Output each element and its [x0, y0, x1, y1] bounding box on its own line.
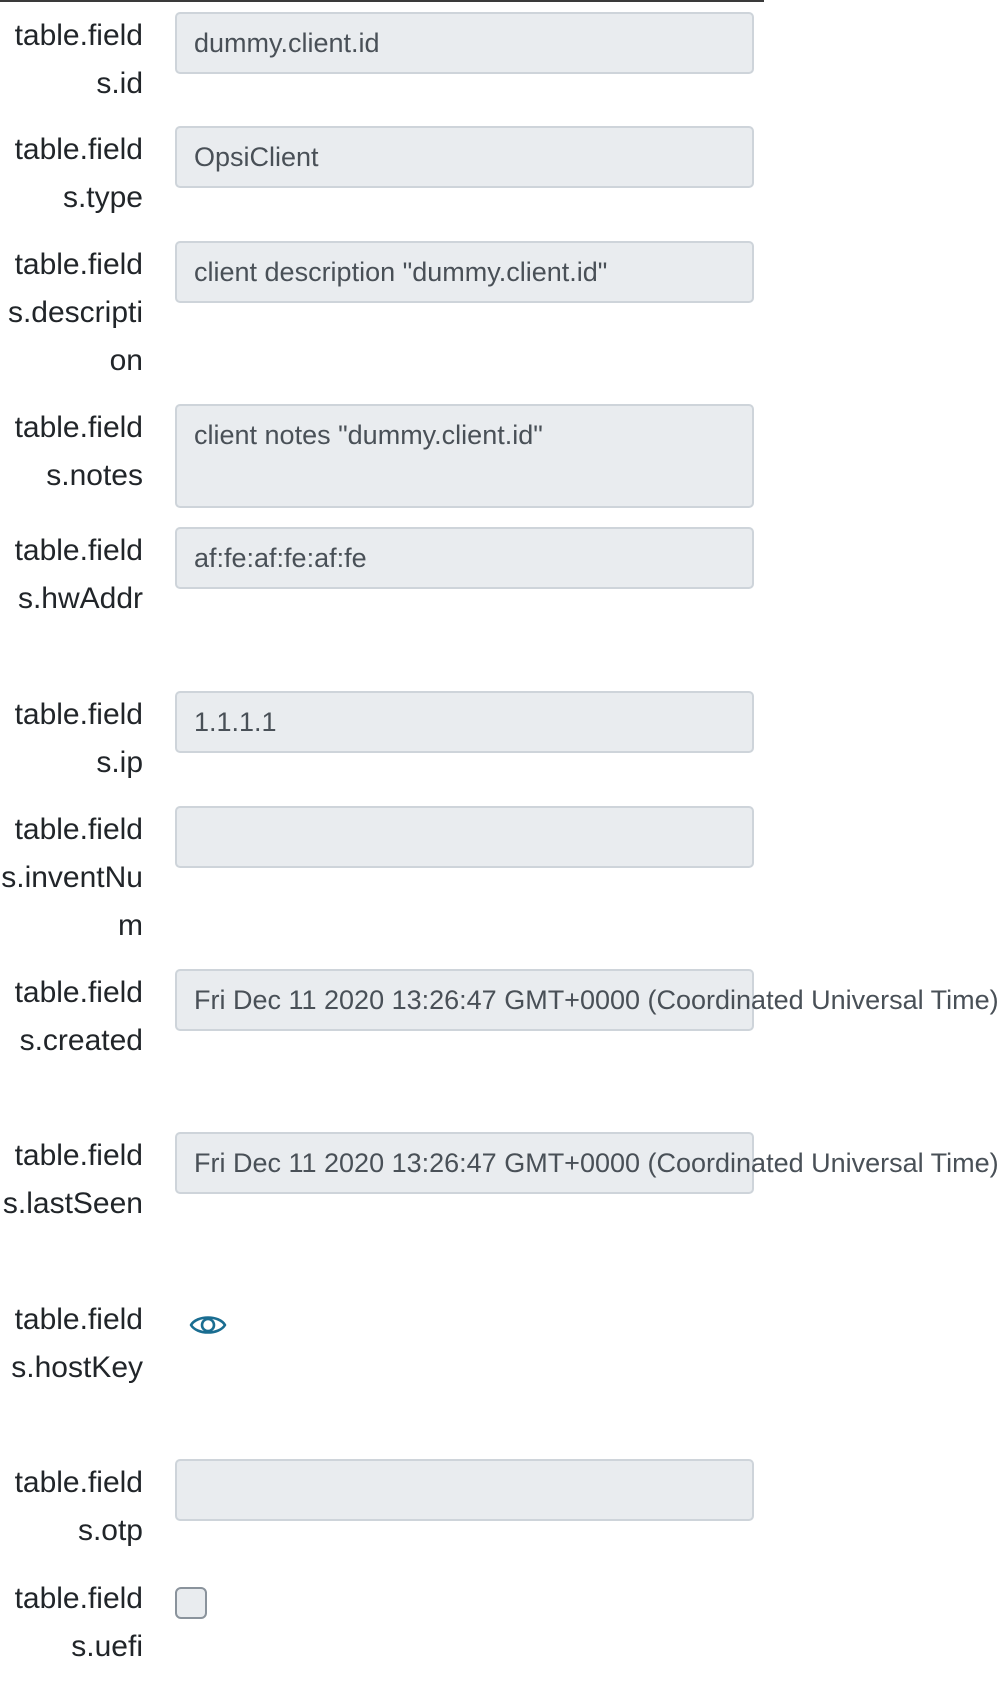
input-id[interactable]: dummy.client.id — [175, 12, 754, 74]
label-type: table.fields.type — [14, 133, 143, 214]
input-ip[interactable]: 1.1.1.1 — [175, 691, 754, 753]
label-ip: table.fields.ip — [14, 698, 143, 779]
label-uefi: table.fields.uefi — [14, 1582, 143, 1663]
input-hwaddr[interactable]: af:fe:af:fe:af:fe — [175, 527, 754, 589]
input-inventnum[interactable] — [175, 806, 754, 868]
eye-icon[interactable] — [189, 1306, 227, 1344]
label-description: table.fields.description — [7, 248, 143, 377]
input-created[interactable]: Fri Dec 11 2020 13:26:47 GMT+0000 (Coord… — [175, 969, 999, 1031]
label-lastseen: table.fields.lastSeen — [2, 1139, 143, 1220]
label-hwaddr: table.fields.hwAddr — [14, 534, 143, 615]
input-type[interactable]: OpsiClient — [175, 126, 754, 188]
label-notes: table.fields.notes — [14, 411, 143, 492]
uefi-checkbox[interactable] — [175, 1587, 207, 1619]
input-lastseen[interactable]: Fri Dec 11 2020 13:26:47 GMT+0000 (Coord… — [175, 1132, 999, 1194]
input-notes[interactable]: client notes "dummy.client.id" — [175, 404, 754, 508]
top-border-line — [0, 0, 764, 2]
label-hostkey: table.fields.hostKey — [11, 1303, 143, 1384]
label-id: table.fields.id — [14, 19, 143, 100]
label-inventnum: table.fields.inventNum — [1, 813, 143, 942]
label-otp: table.fields.otp — [14, 1466, 143, 1547]
input-otp[interactable] — [175, 1459, 754, 1521]
label-created: table.fields.created — [14, 976, 143, 1057]
input-description[interactable]: client description "dummy.client.id" — [175, 241, 754, 303]
